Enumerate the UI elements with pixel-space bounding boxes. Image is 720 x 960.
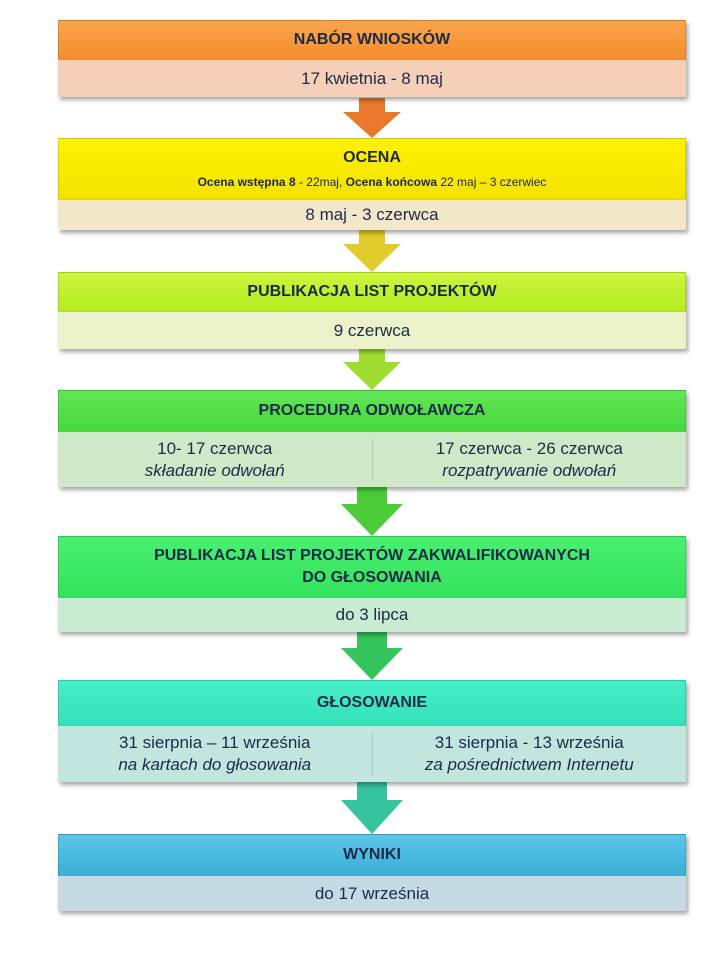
arrow-down-icon	[341, 632, 403, 680]
arrow-down-icon	[343, 98, 401, 138]
step-title: NABÓR WNIOSKÓW	[58, 20, 686, 60]
step-title: PUBLIKACJA LIST PROJEKTÓW ZAKWALIFIKOWAN…	[154, 547, 590, 564]
step-ocena: OCENA Ocena wstępna 8 - 22maj, Ocena koń…	[58, 138, 686, 230]
step-title: GŁOSOWANIE	[58, 680, 686, 726]
step-publikacja-list: PUBLIKACJA LIST PROJEKTÓW 9 czerwca	[58, 272, 686, 349]
step-title: PUBLIKACJA LIST PROJEKTÓW	[58, 272, 686, 312]
step-date: 9 czerwca	[58, 312, 686, 349]
step-wyniki: WYNIKI do 17 września	[58, 834, 686, 911]
arrow-down-icon	[343, 348, 401, 390]
step-date: do 17 września	[58, 876, 686, 911]
arrow-down-icon	[341, 486, 403, 536]
step-date: do 3 lipca	[58, 598, 686, 632]
step-title: OCENA	[343, 149, 401, 166]
step-note: Ocena wstępna 8 - 22maj, Ocena końcowa 2…	[197, 175, 547, 189]
arrow-down-icon	[343, 230, 401, 272]
step-date: 17 kwietnia - 8 maj	[58, 60, 686, 97]
step-date: 8 maj - 3 czerwca	[58, 200, 686, 230]
arrow-down-icon	[341, 782, 403, 834]
step-title: PROCEDURA ODWOŁAWCZA	[58, 390, 686, 432]
step-nabor-wnioskow: NABÓR WNIOSKÓW 17 kwietnia - 8 maj	[58, 20, 686, 97]
step-publikacja-zakwalifikowanych: PUBLIKACJA LIST PROJEKTÓW ZAKWALIFIKOWAN…	[58, 536, 686, 632]
step-title: WYNIKI	[58, 834, 686, 876]
step-title-line2: DO GŁOSOWANIA	[302, 569, 442, 586]
